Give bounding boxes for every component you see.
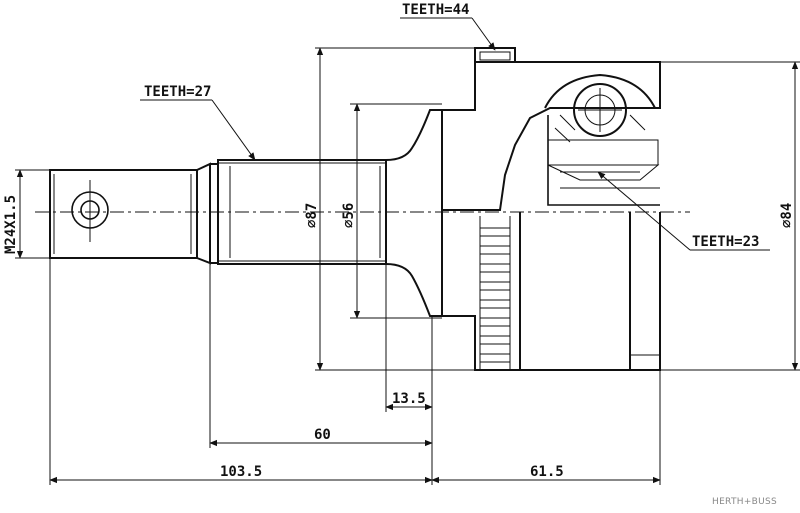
ball-cage bbox=[544, 73, 660, 206]
label-dim-103-5: 103.5 bbox=[220, 464, 262, 480]
splined-shaft bbox=[217, 109, 442, 317]
label-dia-84: ⌀84 bbox=[779, 203, 795, 228]
outer-hub bbox=[441, 47, 661, 371]
label-thread: M24X1.5 bbox=[3, 195, 19, 254]
label-dim-13-5: 13.5 bbox=[392, 391, 426, 407]
threaded-stub bbox=[49, 162, 219, 265]
label-teeth-shaft: TEETH=27 bbox=[144, 84, 211, 100]
label-teeth-outer: TEETH=44 bbox=[402, 2, 469, 18]
label-dia-56: ⌀56 bbox=[341, 203, 357, 228]
ball bbox=[573, 83, 627, 137]
watermark-logo: HERTH+BUSS bbox=[712, 497, 777, 507]
label-dim-60: 60 bbox=[314, 427, 331, 443]
label-dia-87: ⌀87 bbox=[304, 203, 320, 228]
dimension-lines bbox=[15, 17, 800, 485]
label-teeth-inner: TEETH=23 bbox=[692, 234, 759, 250]
label-dim-61-5: 61.5 bbox=[530, 464, 564, 480]
abs-ring bbox=[479, 216, 511, 370]
